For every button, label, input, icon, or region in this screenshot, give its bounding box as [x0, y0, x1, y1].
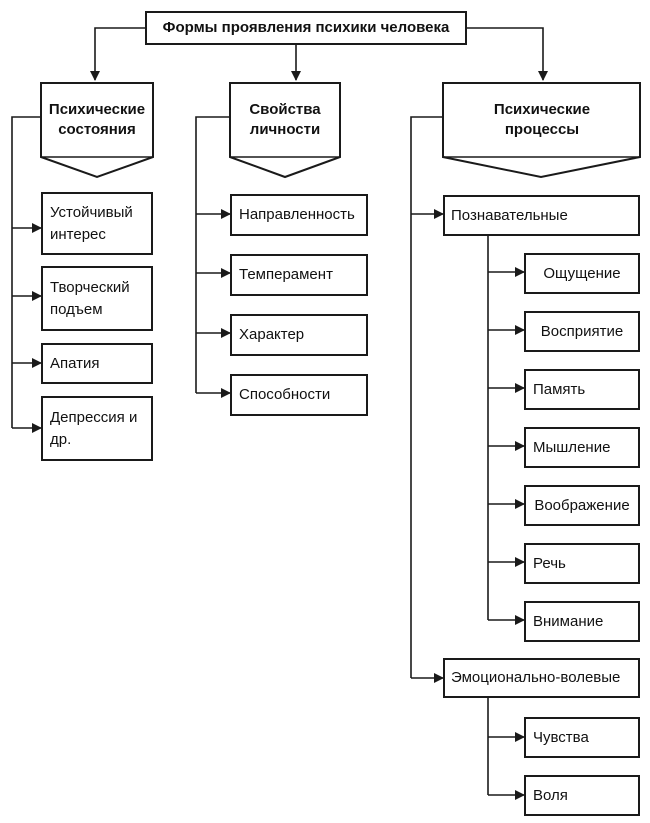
header-mental-states: Психические состояния — [48, 100, 146, 138]
process-item: Внимание — [524, 601, 640, 642]
diagram-title: Формы проявления психики человека — [145, 11, 467, 45]
process-item: Воля — [524, 775, 640, 816]
state-item: Апатия — [41, 343, 153, 384]
group-cognitive: Познавательные — [443, 195, 640, 236]
process-item: Речь — [524, 543, 640, 584]
process-item: Ощущение — [524, 253, 640, 294]
personality-item: Характер — [230, 314, 368, 356]
header-mental-processes: Психические процессы — [493, 100, 591, 138]
header-personality-traits: Свойства личности — [249, 100, 321, 138]
process-item: Восприятие — [524, 311, 640, 352]
process-item: Память — [524, 369, 640, 410]
state-item: Депрессия и др. — [41, 396, 153, 461]
process-item: Мышление — [524, 427, 640, 468]
personality-item: Направленность — [230, 194, 368, 236]
state-item: Устойчивый интерес — [41, 192, 153, 255]
state-item: Творческий подъем — [41, 266, 153, 331]
group-emotional-volitional: Эмоционально-волевые — [443, 658, 640, 698]
process-item: Воображение — [524, 485, 640, 526]
personality-item: Темперамент — [230, 254, 368, 296]
personality-item: Способности — [230, 374, 368, 416]
process-item: Чувства — [524, 717, 640, 758]
